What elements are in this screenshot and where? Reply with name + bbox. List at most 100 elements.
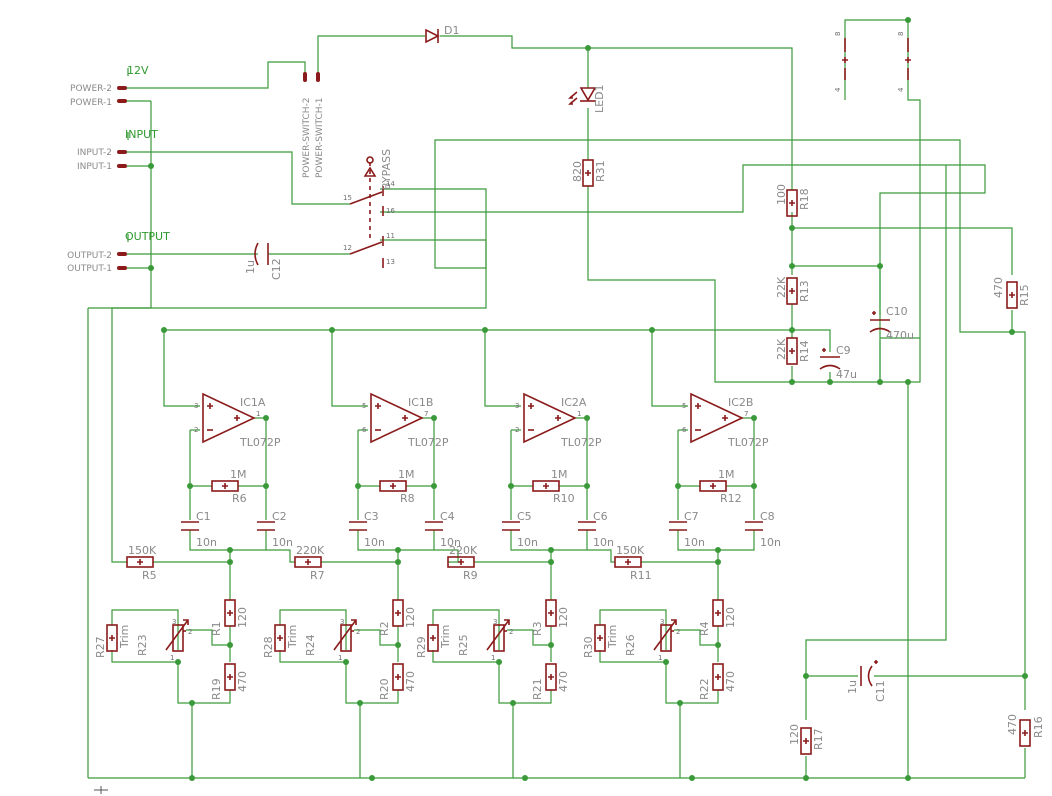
r18-value: 100 — [775, 184, 788, 205]
capacitor-c2 — [257, 521, 275, 531]
capacitor-c10 — [869, 311, 891, 333]
c11-value: 1u — [846, 680, 859, 694]
trim-pin-2: 2 — [509, 628, 513, 636]
rpar-label: R28 — [262, 636, 275, 658]
power-switch-1-label: POWER-SWITCH-1 — [315, 98, 325, 179]
wires — [87, 19, 1026, 779]
rbot-value: 470 — [404, 671, 417, 692]
cap-b-value: 10n — [272, 536, 293, 549]
cap-b-value: 10n — [760, 536, 781, 549]
resistor-r3 — [545, 599, 557, 627]
trim-pin-1: 1 — [491, 654, 495, 662]
c12-label: C12 — [270, 258, 283, 280]
rf-label: R10 — [553, 492, 575, 505]
rbot-label: R19 — [210, 678, 223, 700]
power-1-label: POWER-1 — [70, 98, 112, 108]
rin-value: 150K — [616, 544, 645, 557]
r31-value: 820 — [571, 161, 584, 182]
r15-label: R15 — [1018, 284, 1031, 306]
net-output-label: OUTPUT — [125, 230, 170, 243]
rf-value: 1M — [718, 468, 735, 481]
rtop-label: R4 — [698, 621, 711, 636]
cap-b-label: C2 — [272, 510, 287, 523]
rbot-value: 470 — [557, 671, 570, 692]
switch-pin-15: 15 — [343, 194, 352, 202]
trim-pin-1: 1 — [338, 654, 342, 662]
c9-label: C9 — [836, 344, 851, 357]
resistor-r30 — [594, 624, 606, 652]
capacitor-c12 — [254, 242, 269, 266]
trim-label: R24 — [304, 634, 317, 656]
opamp-part: TL072P — [239, 436, 281, 449]
bypass-switch — [349, 156, 384, 268]
connector-pins — [117, 72, 320, 270]
trim-pin-3: 3 — [660, 618, 664, 626]
capacitor-c1 — [181, 521, 199, 531]
resistor-r2 — [392, 599, 404, 627]
rf-label: R8 — [400, 492, 415, 505]
resistor-r27 — [106, 624, 118, 652]
r13-label: R13 — [798, 280, 811, 302]
cap-b-value: 10n — [440, 536, 461, 549]
trimmer-r24 — [333, 619, 357, 652]
rpar-label: R27 — [94, 636, 107, 658]
r16-label: R16 — [1032, 716, 1045, 738]
rtop-label: R2 — [378, 621, 391, 636]
pin-minus: 2 — [194, 426, 198, 434]
filter-stages: IC1ATL072P3211MR6C110nC210n150KR5R1120R1… — [94, 327, 781, 778]
cap-a-label: C5 — [517, 510, 532, 523]
supply-pin-8-a: 8 — [834, 32, 842, 36]
trim-value: Trim — [286, 625, 299, 649]
trim-pin-3: 3 — [493, 618, 497, 626]
trim-value: Trim — [439, 625, 452, 649]
c11-label: C11 — [874, 680, 887, 702]
resistor-r28 — [274, 624, 286, 652]
supply-pin-4-b: 4 — [897, 87, 905, 92]
pin-plus: 3 — [194, 402, 198, 410]
rtop-label: R3 — [531, 621, 544, 636]
rtop-value: 120 — [236, 607, 249, 628]
resistor-r9 — [447, 556, 475, 568]
capacitor-c9 — [819, 348, 841, 370]
rf-label: R12 — [720, 492, 742, 505]
opamp-part: TL072P — [727, 436, 769, 449]
pin-out: 7 — [744, 410, 748, 418]
rpar-label: R30 — [582, 636, 595, 658]
stage-ic1a: IC1ATL072P3211MR6C110nC210n150KR5R1120R1… — [94, 327, 293, 778]
power-switch-2-label: POWER-SWITCH-2 — [302, 98, 312, 179]
resistor-r12 — [699, 480, 727, 492]
rin-value: 150K — [128, 544, 157, 557]
pin-out: 1 — [577, 410, 581, 418]
trimmer-r26 — [653, 619, 677, 652]
rtop-value: 120 — [404, 607, 417, 628]
pin-minus: 6 — [362, 426, 367, 434]
ic-supply-pins — [842, 38, 911, 80]
capacitor-c6 — [578, 521, 596, 531]
stage-ic2b: IC2BTL072P5671MR12C710nC810n150KR11R4120… — [582, 327, 781, 778]
r18-label: R18 — [798, 188, 811, 210]
diode-d1 — [425, 28, 440, 44]
trim-label: R26 — [624, 634, 637, 656]
c9-value: 47u — [836, 368, 857, 381]
resistor-r20 — [392, 663, 404, 691]
resistor-r15 — [1006, 281, 1018, 309]
rin-label: R11 — [630, 569, 652, 582]
trim-pin-2: 2 — [676, 628, 680, 636]
trim-pin-2: 2 — [188, 628, 192, 636]
rin-value: 220K — [449, 544, 478, 557]
cap-a-value: 10n — [196, 536, 217, 549]
resistor-r6 — [211, 480, 239, 492]
input-1-label: INPUT-1 — [77, 162, 112, 172]
r15-value: 470 — [992, 277, 1005, 298]
net-12v-label: 12V — [127, 64, 149, 77]
resistor-r14 — [786, 337, 798, 365]
cap-b-label: C8 — [760, 510, 775, 523]
supply-pin-4-a: 4 — [834, 87, 842, 92]
rbot-label: R20 — [378, 678, 391, 700]
resistor-r17 — [800, 727, 812, 755]
power-2-label: POWER-2 — [70, 84, 112, 94]
rin-label: R7 — [310, 569, 325, 582]
pin-minus: 2 — [515, 426, 519, 434]
capacitor-c4 — [425, 521, 443, 531]
